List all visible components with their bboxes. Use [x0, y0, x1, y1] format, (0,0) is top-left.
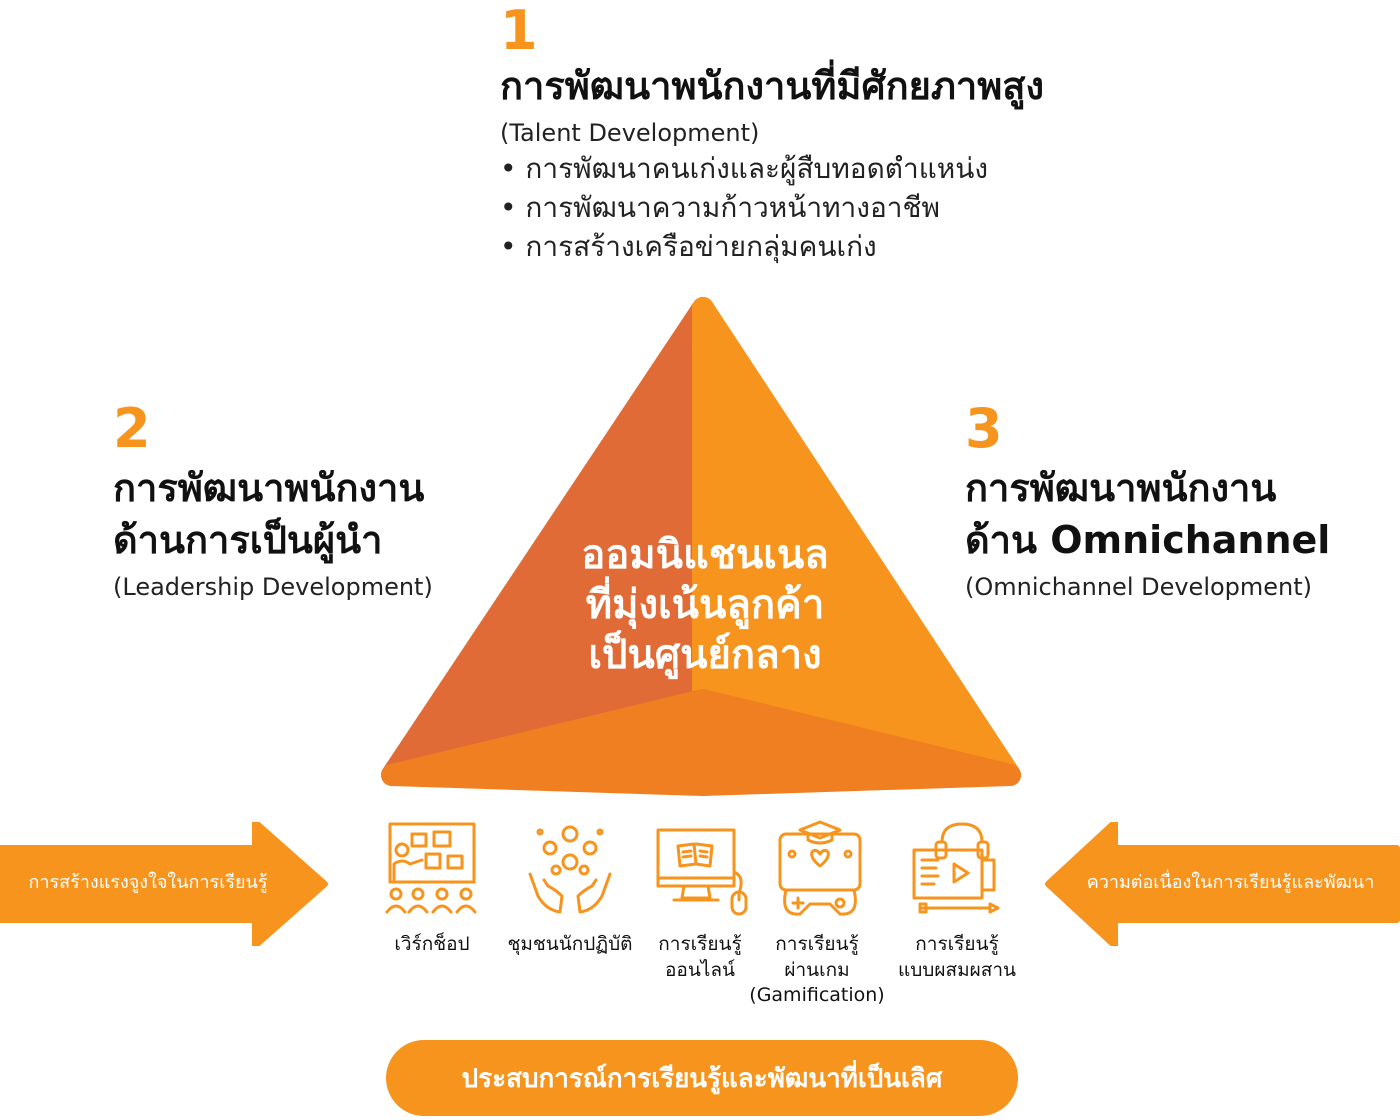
section-1-number: 1: [500, 0, 538, 62]
left-arrow: [0, 822, 328, 946]
bottom-pill: ประสบการณ์การเรียนรู้และพัฒนาที่เป็นเลิศ: [386, 1040, 1018, 1116]
pyramid-center-text: ออมนิแชนเนล ที่มุ่งเน้นลูกค้า เป็นศูนย์ก…: [520, 530, 890, 680]
section-2-title-line1: การพัฒนาพนักงาน: [113, 466, 425, 510]
icon-label-gamification: การเรียนรู้ ผ่านเกม (Gamification): [749, 933, 885, 1007]
gamification-icon: [770, 820, 870, 920]
section-1-bullet: • การสร้างเครือข่ายกลุ่มคนเก่ง: [500, 230, 877, 263]
center-line-1: ออมนิแชนเนล: [581, 532, 829, 578]
section-3-title-line2: ด้าน Omnichannel: [965, 518, 1331, 562]
bottom-pill-label: ประสบการณ์การเรียนรู้และพัฒนาที่เป็นเลิศ: [461, 1063, 943, 1094]
section-1-bullet: • การพัฒนาความก้าวหน้าทางอาชีพ: [500, 191, 940, 224]
workshop-icon: [382, 820, 482, 920]
icon-label-community: ชุมชนนักปฏิบัติ: [507, 933, 633, 955]
icon-label-blended: การเรียนรู้ แบบผสมผสาน: [897, 933, 1016, 981]
section-3-title-line1: การพัฒนาพนักงาน: [965, 466, 1277, 510]
community-icon: [520, 820, 620, 920]
section-2-subtitle: (Leadership Development): [113, 573, 433, 601]
icon-label-online: การเรียนรู้ ออนไลน์: [658, 933, 742, 981]
section-1-title: การพัฒนาพนักงานที่มีศักยภาพสูง: [500, 64, 1045, 108]
center-line-3: เป็นศูนย์กลาง: [588, 632, 822, 678]
section-2-title-line2: ด้านการเป็นผู้นำ: [113, 518, 383, 562]
section-3-number: 3: [965, 397, 1003, 460]
section-1-subtitle: (Talent Development): [500, 119, 760, 147]
right-arrow-label: ความต่อเนื่องในการเรียนรู้และพัฒนา: [1086, 872, 1375, 893]
section-3-subtitle: (Omnichannel Development): [965, 573, 1313, 601]
center-line-2: ที่มุ่งเน้นลูกค้า: [585, 582, 825, 628]
section-1-bullet: • การพัฒนาคนเก่งและผู้สืบทอดตำแหน่ง: [500, 152, 989, 185]
online-learning-icon: [652, 820, 752, 920]
right-arrow: [1045, 822, 1400, 946]
left-arrow-label: การสร้างแรงจูงใจในการเรียนรู้: [28, 872, 268, 893]
icon-label-workshop: เวิร์กช็อป: [394, 933, 470, 955]
section-2-number: 2: [113, 397, 151, 460]
blended-learning-icon: [906, 820, 1006, 920]
pyramid-bottom-face: [381, 689, 1021, 796]
